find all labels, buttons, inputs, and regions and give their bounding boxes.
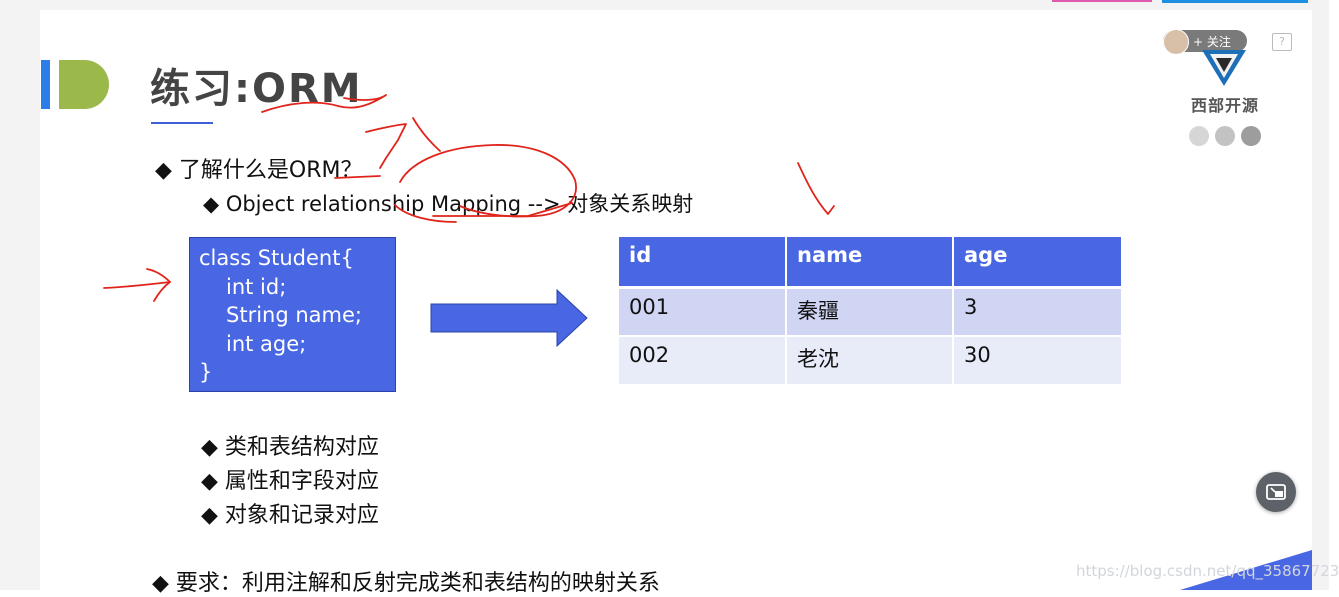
table-cell: 3 <box>953 287 1121 337</box>
table-row: 002 老沈 30 <box>619 336 1121 386</box>
table-cell: 002 <box>619 336 787 386</box>
table-header-row: id name age <box>619 237 1121 289</box>
requirement-line: ◆ 要求：利用注解和反射完成类和表结构的映射关系 <box>152 571 660 596</box>
table-cell: 秦疆 <box>786 287 954 337</box>
code-line: class Student{ <box>199 246 354 270</box>
slide-logo-bar <box>41 60 50 109</box>
table-cell: 老沈 <box>786 336 954 386</box>
bullet-item: ◆ 类和表结构对应 <box>201 435 379 460</box>
table-row: 001 秦疆 3 <box>619 287 1121 337</box>
picture-in-picture-button[interactable] <box>1256 472 1296 512</box>
class-code-box: class Student{ int id; String name; int … <box>189 237 396 392</box>
top-tab-indicator[interactable] <box>1052 0 1152 2</box>
top-tab-indicator-active[interactable] <box>1162 0 1308 3</box>
table-cell: 001 <box>619 287 787 337</box>
help-icon[interactable]: ? <box>1272 33 1292 51</box>
slide-title: 练习:ORM <box>150 66 363 112</box>
follow-label[interactable]: + 关注 <box>1193 35 1231 49</box>
orm-table: id name age 001 秦疆 3 002 老沈 30 <box>619 237 1121 386</box>
code-line: String name; <box>226 303 362 327</box>
page-dot[interactable] <box>1189 126 1209 146</box>
table-cell: 30 <box>953 336 1121 386</box>
page-dot[interactable] <box>1241 126 1261 146</box>
code-line: } <box>199 360 213 384</box>
watermark: https://blog.csdn.net/qq_35867723 <box>1076 562 1339 580</box>
code-line: int id; <box>226 274 287 299</box>
slide-logo-mark <box>59 60 109 109</box>
bullet-item: ◆ 属性和字段对应 <box>201 469 379 494</box>
table-header-cell: age <box>953 237 1121 289</box>
table-header-cell: id <box>619 237 787 289</box>
page-dot[interactable] <box>1215 126 1235 146</box>
avatar[interactable] <box>1163 29 1189 55</box>
question-line: ◆ 了解什么是ORM？ <box>155 158 363 183</box>
definition-line: ◆ Object relationship Mapping --> 对象关系映射 <box>203 192 694 216</box>
right-arrow-icon <box>430 288 588 348</box>
title-underline <box>151 122 213 124</box>
slide-corner-decoration <box>1140 550 1312 590</box>
table-header-cell: name <box>786 237 954 289</box>
brand-name: 西部开源 <box>1191 96 1260 115</box>
brand-logo-icon <box>1202 50 1246 86</box>
picture-in-picture-icon <box>1266 484 1286 500</box>
code-line: int age; <box>226 331 307 356</box>
bullet-item: ◆ 对象和记录对应 <box>201 503 379 528</box>
